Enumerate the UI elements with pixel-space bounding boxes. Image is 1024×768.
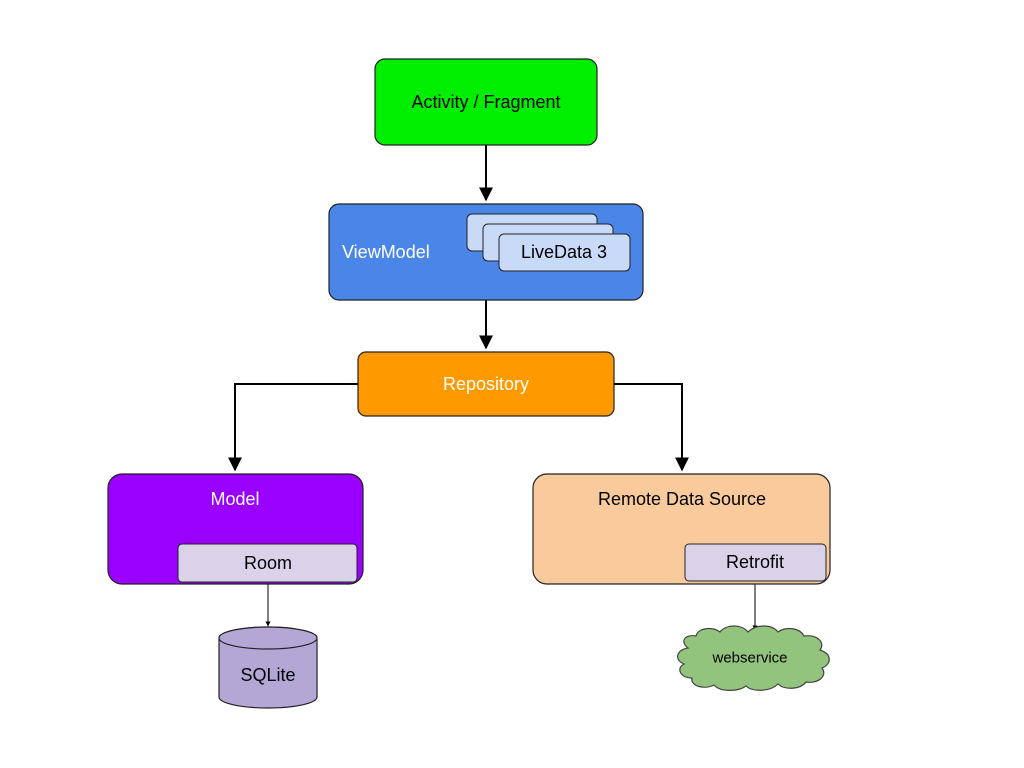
node-viewmodel: ViewModel LiveData 3	[328, 203, 644, 301]
viewmodel-label: ViewModel	[342, 242, 430, 262]
activity-label: Activity / Fragment	[411, 92, 560, 112]
livedata-stack: LiveData 3	[466, 213, 631, 272]
remote-label: Remote Data Source	[598, 489, 766, 509]
node-repository: Repository	[357, 351, 615, 417]
webservice-label: webservice	[711, 650, 787, 667]
node-remote-data-source: Remote Data Source Retrofit	[532, 473, 831, 585]
sqlite-cylinder-top	[218, 626, 318, 650]
edge-repository-to-model	[228, 383, 358, 472]
livedata-label: LiveData 3	[521, 242, 607, 262]
sqlite-database-icon: SQLite	[218, 626, 318, 709]
connectors	[228, 145, 758, 631]
room-box	[177, 543, 358, 583]
room-label: Room	[244, 553, 292, 573]
edge-repository-to-remote	[614, 383, 689, 472]
sqlite-label: SQLite	[240, 665, 295, 685]
webservice-cloud-shape	[677, 625, 830, 691]
retrofit-label: Retrofit	[726, 552, 784, 572]
repository-box	[357, 351, 615, 417]
repository-label: Repository	[443, 374, 529, 394]
node-model: Model Room	[107, 473, 364, 585]
node-activity-fragment: Activity / Fragment	[374, 58, 598, 146]
model-label: Model	[210, 489, 259, 509]
retrofit-box	[684, 543, 827, 582]
livedata-card-front	[498, 233, 631, 272]
activity-box	[374, 58, 598, 146]
webservice-cloud-icon: webservice	[677, 625, 830, 691]
